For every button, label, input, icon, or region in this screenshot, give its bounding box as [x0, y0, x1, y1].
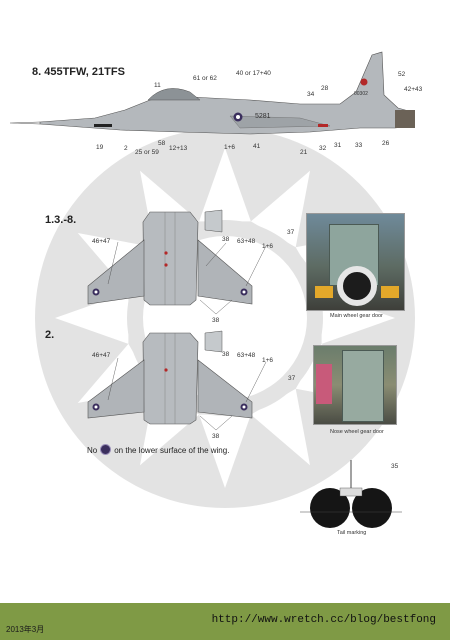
- plan-view-b: [87, 330, 253, 425]
- sun-ray: [55, 292, 129, 344]
- roundel-icon: [100, 444, 112, 455]
- fuselage-serial: 5281: [255, 113, 271, 120]
- wheel-chock: [315, 286, 333, 298]
- callout-12-13: 12+13: [169, 145, 188, 152]
- sun-ray: [250, 388, 310, 466]
- page-title: 8. 455TFW, 21TFS: [32, 66, 125, 78]
- sun-ray: [199, 148, 251, 222]
- footer-date: 2013年3月: [6, 625, 45, 634]
- callout-37: 37: [288, 375, 296, 382]
- nose-gear-door-photo: [313, 345, 397, 425]
- callout-21: 21: [300, 149, 308, 156]
- callout-52: 52: [398, 71, 406, 78]
- callout-63-48: 63+48: [237, 352, 256, 359]
- callout-38: 38: [212, 433, 220, 440]
- main-gear-caption: Main wheel gear door: [330, 313, 383, 319]
- section-label-a: 1.3.-8.: [45, 214, 77, 226]
- main-gear-door-photo: [306, 213, 405, 311]
- gear-door-panel: [342, 350, 384, 422]
- callout-1-6: 1+6: [262, 243, 274, 250]
- callout-1-6: 1+6: [262, 357, 274, 364]
- callout-1-6: 1+6: [224, 144, 236, 151]
- callout-46-47: 46+47: [92, 352, 111, 359]
- callout-11: 11: [154, 82, 161, 89]
- note-text: on the lower surface of the wing.: [114, 446, 230, 455]
- callout-41: 41: [253, 143, 261, 150]
- wheel: [337, 266, 377, 306]
- sun-ray: [250, 170, 310, 248]
- note-prefix: No: [87, 446, 98, 455]
- tail-marking-drawing: [300, 460, 402, 528]
- footer-url[interactable]: http://www.wretch.cc/blog/bestfong: [211, 614, 436, 626]
- callout-37: 37: [287, 229, 295, 236]
- callout-58: 58: [158, 140, 166, 147]
- callout-32: 32: [319, 145, 327, 152]
- callout-31: 31: [334, 142, 342, 149]
- wing-roundel-note: No on the lower surface of the wing.: [87, 444, 229, 455]
- person-figure: [316, 364, 332, 404]
- callout-19: 19: [96, 144, 104, 151]
- callout-38: 38: [212, 317, 220, 324]
- callout-33: 33: [355, 142, 363, 149]
- callout-46-47: 46+47: [92, 238, 111, 245]
- plan-view-a: [87, 209, 253, 306]
- callout-40-or-17-40: 40 or 17+40: [236, 70, 271, 77]
- callout-26: 26: [382, 140, 390, 147]
- wheel-chock: [381, 286, 399, 298]
- callout-25-or-59: 25 or 59: [135, 149, 159, 156]
- callout-28: 28: [321, 85, 329, 92]
- callout-35: 35: [391, 463, 399, 470]
- tail-code: 00302: [354, 91, 368, 97]
- section-label-b: 2.: [45, 329, 55, 341]
- side-view-aircraft: [9, 51, 415, 135]
- callout-63-48: 63+48: [237, 238, 256, 245]
- footer-bar: 2013年3月 http://www.wretch.cc/blog/bestfo…: [0, 603, 450, 640]
- callout-38: 38: [222, 351, 230, 358]
- nose-gear-caption: Nose wheel gear door: [330, 429, 384, 435]
- callout-34: 34: [307, 91, 315, 98]
- callout-61-or-62: 61 or 62: [193, 75, 217, 82]
- tail-marking-caption: Tail marking: [337, 530, 367, 536]
- callout-42-43: 42+43: [404, 86, 423, 93]
- sun-ray: [199, 414, 251, 488]
- callout-2: 2: [124, 145, 128, 152]
- callout-38: 38: [222, 236, 230, 243]
